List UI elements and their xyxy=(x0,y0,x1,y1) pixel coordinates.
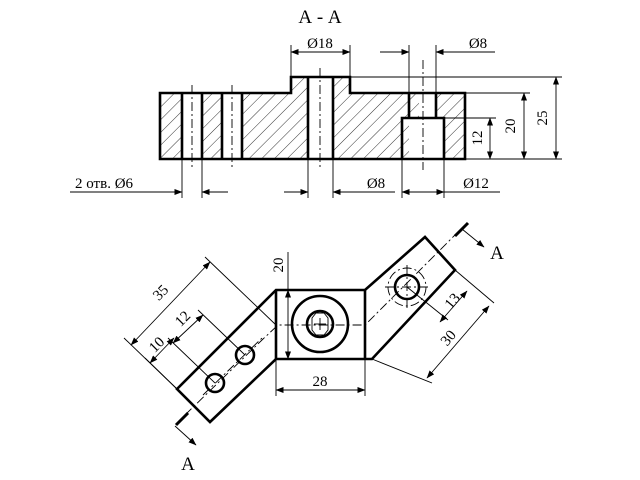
section-centerlines xyxy=(191,60,424,170)
cut-line-a: А А xyxy=(174,221,504,475)
section-holes xyxy=(180,77,446,159)
dim-h12-text: 12 xyxy=(470,131,486,146)
left-arm-holes xyxy=(202,337,263,396)
dim-h25-text: 25 xyxy=(535,111,551,126)
dim-plan-10-text: 10 xyxy=(146,334,168,356)
dim-plan-30-text: 30 xyxy=(438,328,460,350)
dim-heights: 25 20 12 xyxy=(350,76,562,160)
cut-label-top: А xyxy=(490,243,504,264)
dim-plan-28-text: 28 xyxy=(313,374,328,390)
dim-plan-20-text: 20 xyxy=(271,258,287,273)
dim-d8-bottom-text: Ø8 xyxy=(367,176,385,192)
section-outline xyxy=(158,75,467,161)
section-hatching xyxy=(160,77,465,159)
central-boss xyxy=(290,294,350,354)
dim-h20-text: 20 xyxy=(503,119,519,134)
dim-plan-13-text: 13 xyxy=(442,291,464,313)
section-view: А - А xyxy=(70,7,562,198)
dim-plan-35-text: 35 xyxy=(150,282,172,304)
dim-left-arm: 35 12 10 xyxy=(123,256,277,390)
cut-label-bottom: А xyxy=(181,454,195,475)
dim-holes-note-text: 2 отв. Ø6 xyxy=(75,176,134,192)
dim-bottom: 2 отв. Ø6 Ø8 Ø12 xyxy=(70,159,500,198)
dim-d8-top: Ø8 xyxy=(380,36,495,93)
dim-d8-top-text: Ø8 xyxy=(469,36,487,52)
section-title: А - А xyxy=(298,7,342,28)
plan-view: А А 20 28 35 12 10 xyxy=(123,221,504,475)
dim-plan-20: 20 xyxy=(271,252,291,360)
dim-plan-28: 28 xyxy=(275,359,366,396)
dim-d18-text: Ø18 xyxy=(307,36,333,52)
dim-d18: Ø18 xyxy=(290,36,351,77)
dim-d12-text: Ø12 xyxy=(463,176,489,192)
